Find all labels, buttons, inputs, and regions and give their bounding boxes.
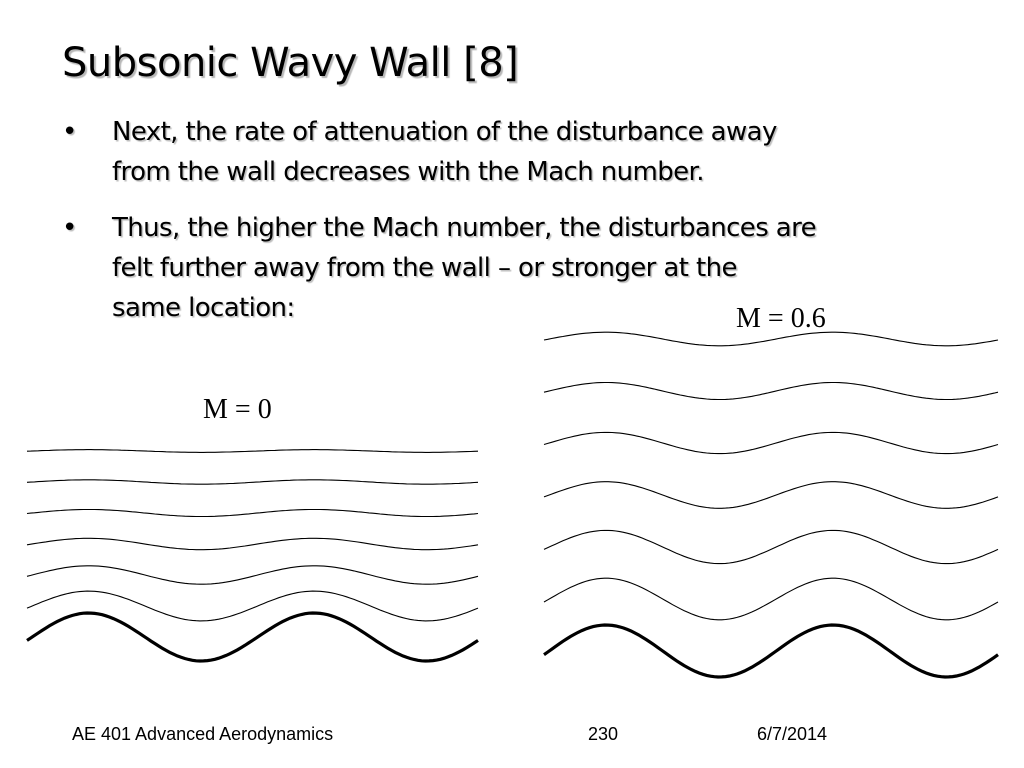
streamline bbox=[543, 381, 999, 401]
bullet-line: same location: bbox=[112, 293, 295, 323]
streamline bbox=[543, 481, 999, 509]
right-streamline-group bbox=[543, 331, 999, 679]
bullet-line: Next, the rate of attenuation of the dis… bbox=[112, 117, 777, 147]
wavy-wall-line bbox=[543, 623, 999, 679]
streamline bbox=[26, 590, 479, 622]
mach-label-left: M = 0 bbox=[203, 394, 272, 425]
slide-title: Subsonic Wavy Wall [8] bbox=[62, 40, 519, 86]
footer-course: AE 401 Advanced Aerodynamics bbox=[72, 724, 334, 744]
bullet-line: felt further away from the wall – or str… bbox=[112, 253, 737, 283]
streamline bbox=[26, 479, 479, 485]
bullet-mark: • bbox=[62, 117, 77, 147]
streamline bbox=[543, 529, 999, 565]
bullet-item-1: • Next, the rate of attenuation of the d… bbox=[62, 112, 982, 192]
bullet-mark: • bbox=[62, 213, 77, 243]
streamline bbox=[543, 431, 999, 455]
streamline bbox=[26, 449, 479, 453]
bullet-line: from the wall decreases with the Mach nu… bbox=[112, 157, 705, 187]
bullet-item-2: • Thus, the higher the Mach number, the … bbox=[62, 208, 982, 328]
streamline bbox=[26, 508, 479, 518]
streamline bbox=[26, 565, 479, 585]
wavy-wall-line bbox=[26, 611, 479, 663]
bullet-list: • Next, the rate of attenuation of the d… bbox=[62, 112, 982, 344]
mach-label-right: M = 0.6 bbox=[736, 303, 826, 334]
streamline bbox=[543, 331, 999, 347]
footer-date: 6/7/2014 bbox=[757, 724, 828, 744]
bullet-line: Thus, the higher the Mach number, the di… bbox=[112, 213, 817, 243]
streamline bbox=[26, 537, 479, 551]
streamline bbox=[543, 577, 999, 621]
left-streamline-group bbox=[26, 449, 479, 663]
footer-page-number: 230 bbox=[588, 724, 619, 744]
